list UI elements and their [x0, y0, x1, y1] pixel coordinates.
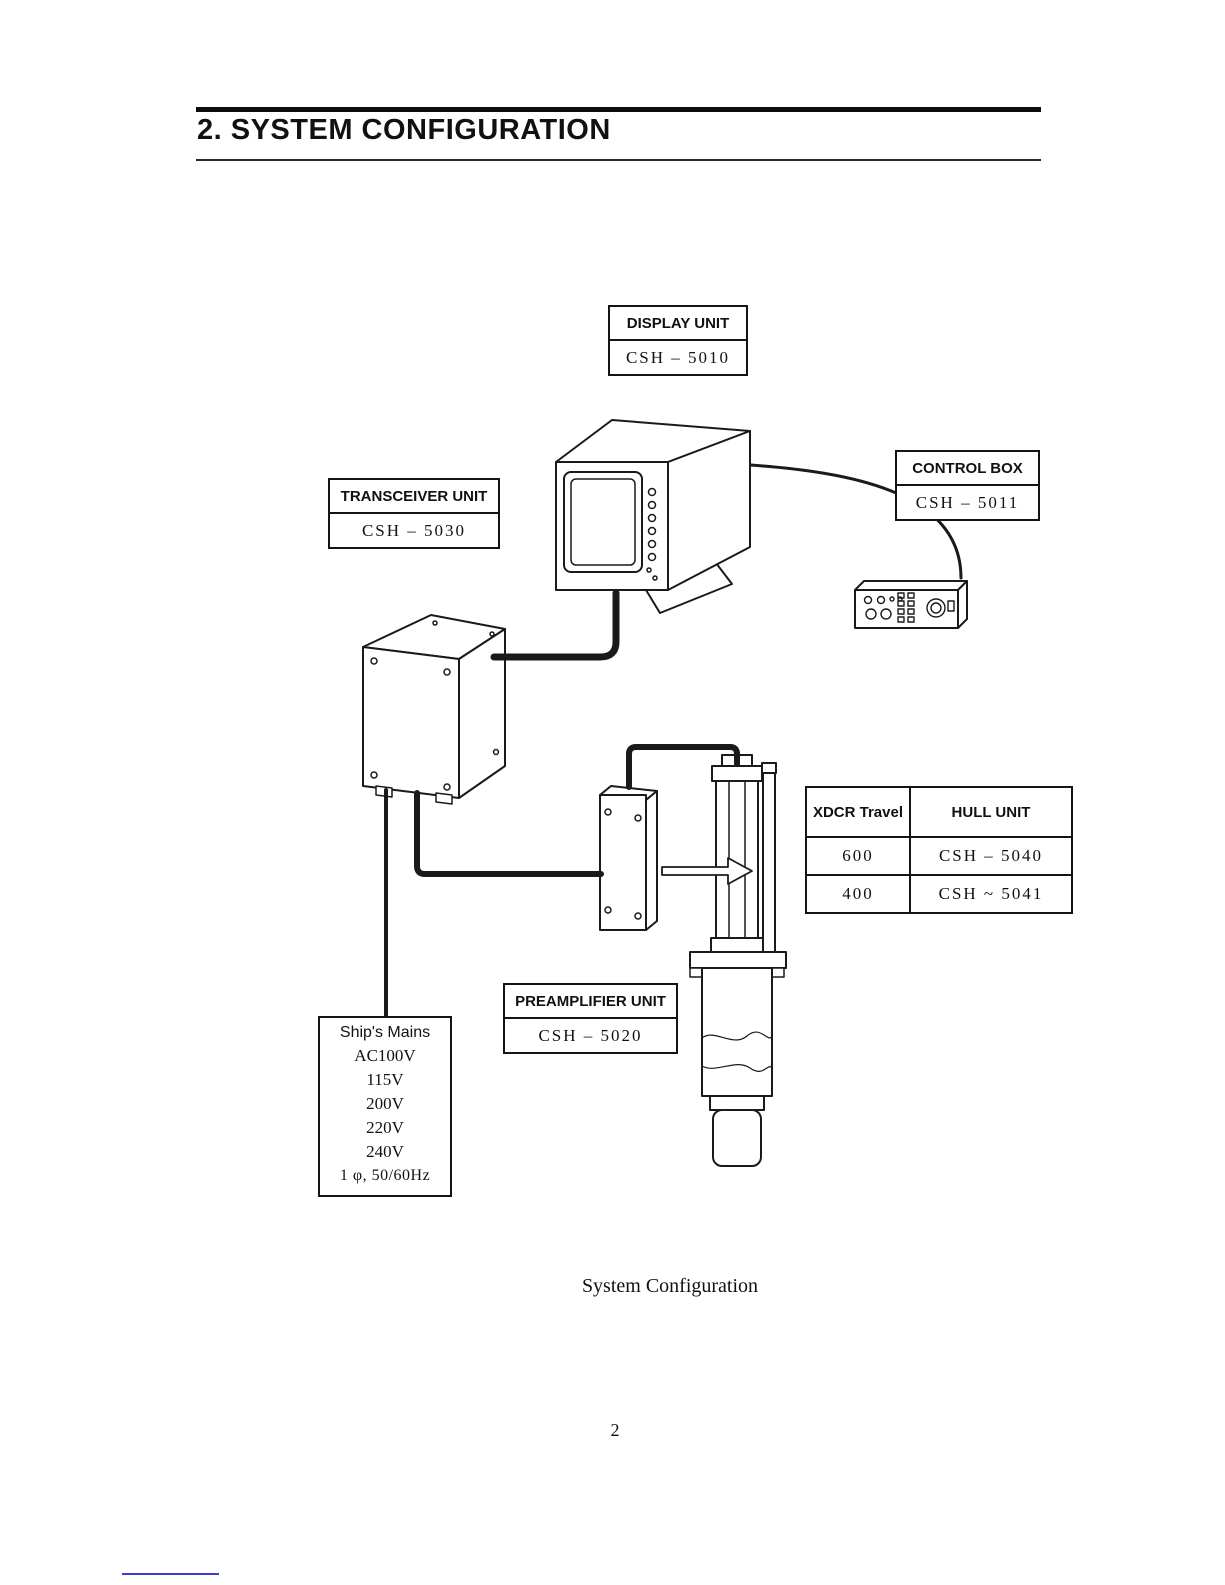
- mains-voltage: 200V: [366, 1094, 404, 1113]
- table-row: 600 CSH – 5040: [805, 836, 1073, 876]
- preamplifier-unit-drawing: [599, 785, 658, 931]
- xdcr-travel-arrow: [661, 857, 753, 885]
- mains-voltage: 240V: [366, 1142, 404, 1161]
- figure-caption: System Configuration: [581, 1275, 759, 1297]
- xdcr-travel-value: 600: [805, 836, 911, 876]
- page-number: 2: [610, 1420, 620, 1440]
- preamplifier-unit-name: PREAMPLIFIER UNIT: [505, 985, 676, 1019]
- xdcr-travel-value: 400: [805, 874, 911, 914]
- cable-display-to-transceiver: [490, 589, 620, 661]
- cables: [384, 463, 963, 1018]
- cable-preamplifier-to-hull-unit: [626, 744, 740, 790]
- title-bottom-rule: [196, 159, 1041, 161]
- display-unit-drawing: [555, 419, 751, 614]
- preamplifier-unit-label: PREAMPLIFIER UNIT CSH – 5020: [503, 983, 678, 1054]
- display-unit-model: CSH – 5010: [625, 348, 731, 367]
- display-unit-name: DISPLAY UNIT: [610, 307, 746, 341]
- table-header-row: XDCR Travel HULL UNIT: [805, 786, 1073, 838]
- page-title: 2. SYSTEM CONFIGURATION: [197, 114, 611, 146]
- mains-voltage: AC100V: [354, 1046, 416, 1065]
- title-top-rule: [196, 107, 1041, 112]
- transceiver-unit-name: TRANSCEIVER UNIT: [330, 480, 498, 514]
- scan-artifact-blue-line: [122, 1573, 219, 1575]
- cable-transceiver-to-preamplifier: [414, 790, 604, 877]
- header-hull-unit: HULL UNIT: [909, 786, 1073, 838]
- preamplifier-unit-model: CSH – 5020: [538, 1026, 643, 1045]
- control-box-label: CONTROL BOX CSH – 5011: [895, 450, 1040, 521]
- ships-mains-title: Ship's Mains: [339, 1024, 431, 1041]
- control-box-model: CSH – 5011: [915, 493, 1020, 512]
- mains-voltage: 115V: [366, 1070, 404, 1089]
- control-box-drawing: [854, 580, 968, 629]
- transceiver-unit-label: TRANSCEIVER UNIT CSH – 5030: [328, 478, 500, 549]
- transceiver-unit-drawing: [362, 614, 506, 805]
- ships-mains-box: Ship's Mains AC100V 115V 200V 220V 240V …: [318, 1016, 452, 1197]
- table-row: 400 CSH ~ 5041: [805, 874, 1073, 914]
- hull-unit-drawing: [689, 754, 787, 1167]
- cable-display-to-control-box: [749, 463, 963, 580]
- hull-unit-model: CSH – 5040: [909, 836, 1073, 876]
- transceiver-unit-model: CSH – 5030: [361, 521, 467, 540]
- mains-voltage: 220V: [366, 1118, 404, 1137]
- display-unit-label: DISPLAY UNIT CSH – 5010: [608, 305, 748, 376]
- header-xdcr-travel: XDCR Travel: [805, 786, 911, 838]
- control-box-name: CONTROL BOX: [897, 452, 1038, 486]
- mains-frequency: 1 φ, 50/60Hz: [339, 1167, 431, 1184]
- hull-unit-table: XDCR Travel HULL UNIT 600 CSH – 5040 400…: [805, 786, 1073, 914]
- hull-unit-model: CSH ~ 5041: [909, 874, 1073, 914]
